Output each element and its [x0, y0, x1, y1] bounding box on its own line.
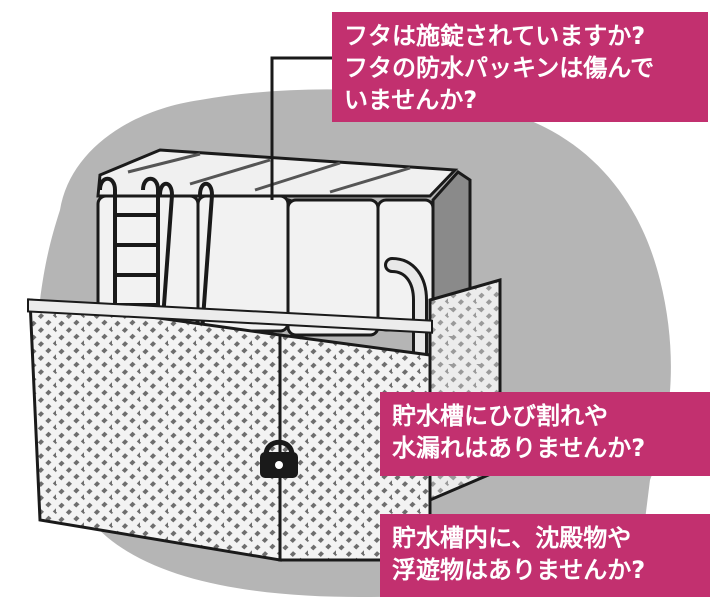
callout-sediment-line-2: 浮遊物はありませんか?	[392, 556, 646, 584]
callout-lid-line-1: フタは施錠されていますか?	[344, 22, 646, 50]
callout-sediment-check: 貯水槽内に、沈殿物や 浮遊物はありませんか?	[380, 514, 710, 597]
callout-lid-check: フタは施錠されていますか? フタの防水パッキンは傷んで いませんか?	[332, 12, 708, 122]
callout-lid-line-3: いませんか?	[344, 86, 478, 114]
callout-sediment-line-1: 貯水槽内に、沈殿物や	[392, 524, 632, 552]
callout-lid-line-2: フタの防水パッキンは傷んで	[344, 54, 655, 82]
callout-crack-check: 貯水槽にひび割れや 水漏れはありませんか?	[380, 392, 710, 476]
ladder-right	[158, 181, 215, 361]
callout-crack-line-2: 水漏れはありませんか?	[392, 434, 646, 462]
lattice-fence	[27, 278, 502, 562]
callout-crack-line-1: 貯水槽にひび割れや	[392, 402, 608, 430]
padlock-icon	[260, 439, 298, 478]
callout-leader-line	[270, 56, 334, 200]
tank-top-panel-lines	[127, 152, 411, 194]
tank-top	[96, 148, 459, 198]
